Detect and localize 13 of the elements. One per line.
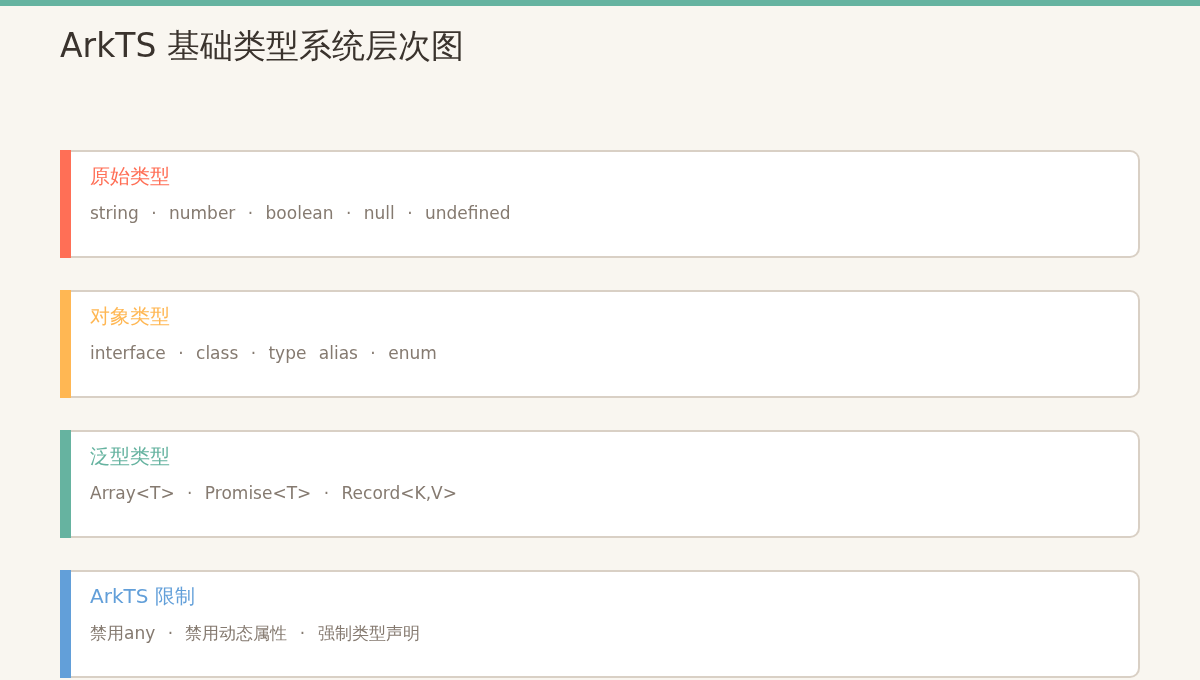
type-list: string · number · boolean · null · undefined [90, 201, 511, 225]
card-heading: 泛型类型 [90, 443, 170, 470]
category-card [60, 430, 1140, 538]
card-heading: 对象类型 [90, 303, 170, 330]
card-heading: ArkTS 限制 [90, 583, 195, 610]
type-list: 禁用any · 禁用动态属性 · 强制类型声明 [90, 621, 420, 645]
category-card [60, 150, 1140, 258]
type-list: interface · class · type alias · enum [90, 341, 437, 365]
category-card [60, 290, 1140, 398]
card-heading: 原始类型 [90, 163, 170, 190]
category-card [60, 570, 1140, 678]
type-list: Array<T> · Promise<T> · Record<K,V> [90, 481, 457, 505]
diagram-title: ArkTS 基础类型系统层次图 [60, 25, 464, 67]
